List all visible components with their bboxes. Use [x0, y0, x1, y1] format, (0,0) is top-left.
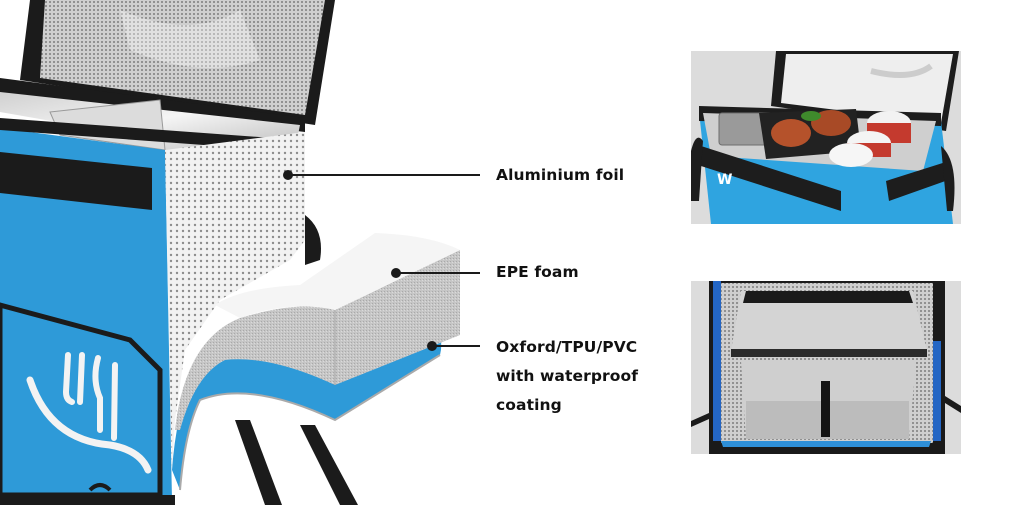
main-product-image	[0, 0, 480, 505]
callout-text-line-3: coating	[496, 396, 562, 414]
callout-line-epe-foam	[398, 272, 480, 274]
callout-label-epe-foam: EPE foam	[496, 258, 579, 287]
callout-line-aluminium-foil	[290, 174, 480, 176]
callout-text-line-2: with waterproof	[496, 367, 639, 385]
thumbnail-food-bag: W	[691, 51, 961, 224]
callout-text: EPE foam	[496, 263, 579, 281]
callout-text: Aluminium foil	[496, 166, 625, 184]
food-bag-photo: W	[691, 51, 961, 224]
callout-line-oxford	[434, 345, 480, 347]
brand-logo: W	[717, 172, 732, 188]
callout-text-line-1: Oxford/TPU/PVC	[496, 338, 638, 356]
delivery-bag-illustration	[0, 0, 460, 505]
callout-label-oxford-tpu-pvc: Oxford/TPU/PVC with waterproof coating	[496, 333, 638, 420]
callout-label-aluminium-foil: Aluminium foil	[496, 161, 624, 190]
bag-interior-photo	[691, 281, 961, 454]
thumbnail-bag-interior	[691, 281, 961, 454]
